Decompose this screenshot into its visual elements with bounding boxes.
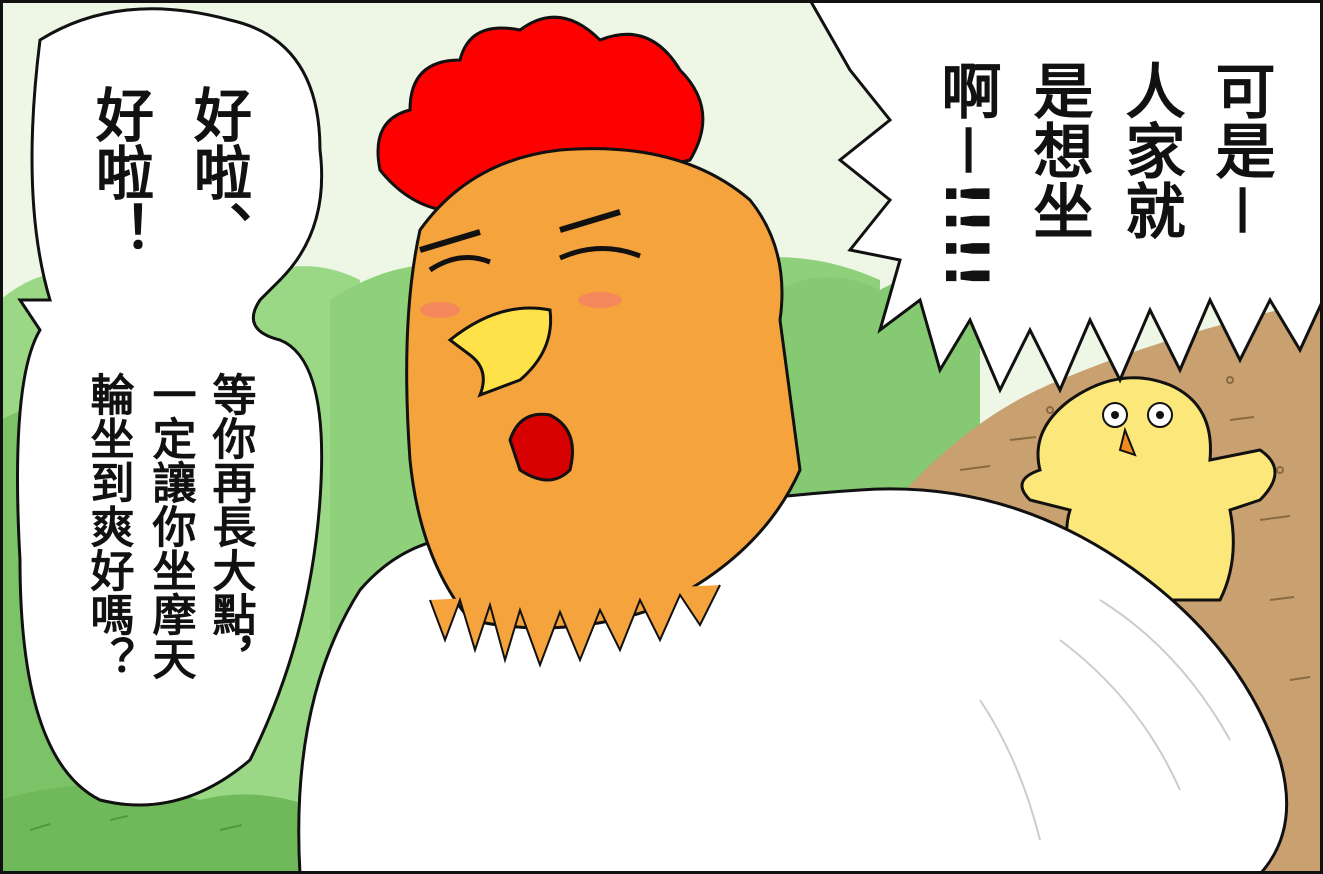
speech-balloon-right bbox=[808, 0, 1323, 394]
speech-right-col2: 人家就 bbox=[1115, 60, 1185, 240]
speech-left-top-col1: 好啦、 bbox=[184, 85, 253, 259]
speech-left-top-col2: 好啦！ bbox=[86, 85, 155, 259]
speech-left-top: 好啦、 好啦！ bbox=[86, 85, 253, 259]
speech-balloon-left bbox=[16, 7, 324, 807]
speech-left-bottom-col1: 等你再長大點， bbox=[205, 372, 258, 680]
speech-right: 可是－ 人家就 是想坐 啊－!!!! bbox=[931, 60, 1275, 289]
rooster bbox=[297, 15, 1289, 874]
speech-right-col4: 啊－!!!! bbox=[931, 60, 1001, 289]
speech-right-col3: 是想坐 bbox=[1023, 60, 1093, 240]
speech-left-bottom-col2: 一定讓你坐摩天 bbox=[145, 372, 198, 680]
speech-right-col1: 可是－ bbox=[1205, 60, 1275, 240]
dirt-texture bbox=[959, 376, 1311, 681]
speech-left-bottom-col3: 輪坐到爽好嗎？ bbox=[83, 372, 136, 680]
speech-left-bottom: 等你再長大點， 一定讓你坐摩天 輪坐到爽好嗎？ bbox=[83, 372, 258, 680]
